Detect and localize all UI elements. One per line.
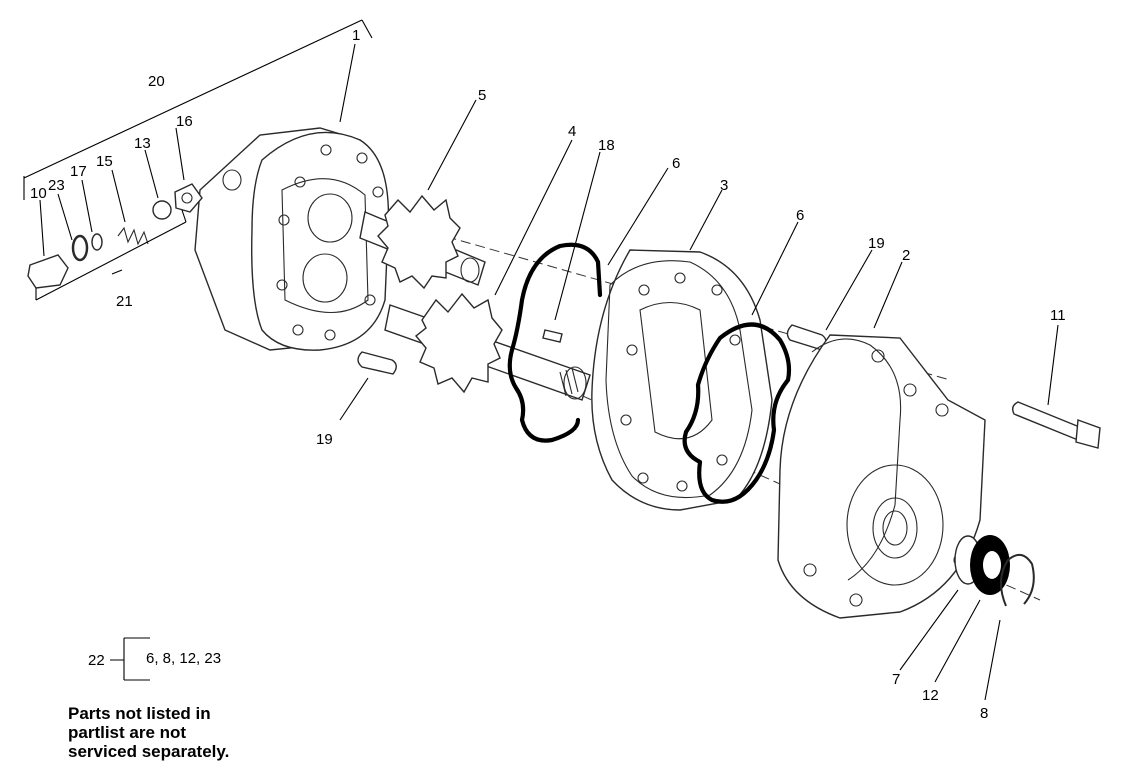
shaft-seal-part bbox=[970, 535, 1010, 595]
kit-contents-label: 6, 8, 12, 23 bbox=[146, 650, 222, 667]
callout-6-left: 6 bbox=[672, 155, 680, 172]
callout-8: 8 bbox=[980, 705, 988, 722]
callout-19-right: 19 bbox=[868, 235, 885, 252]
callout-20: 20 bbox=[148, 73, 165, 90]
drive-gear-upper-part bbox=[359, 194, 486, 290]
callout-1: 1 bbox=[352, 27, 360, 44]
note-line-2: partlist are not bbox=[68, 723, 187, 742]
callout-15: 15 bbox=[96, 153, 113, 170]
dowel-pin-left-part bbox=[357, 351, 397, 375]
callout-5: 5 bbox=[478, 87, 486, 104]
callout-2: 2 bbox=[902, 247, 910, 264]
bracket-20 bbox=[23, 19, 373, 200]
plug-part bbox=[27, 254, 69, 289]
spring-part bbox=[117, 226, 149, 246]
callout-4: 4 bbox=[568, 123, 576, 140]
callout-21: 21 bbox=[116, 293, 133, 310]
callout-22: 22 bbox=[88, 652, 105, 669]
bolt-part bbox=[1011, 401, 1101, 449]
gear-housing-body-part bbox=[591, 249, 773, 511]
callout-13: 13 bbox=[134, 135, 151, 152]
callout-23: 23 bbox=[48, 177, 65, 194]
callout-11: 11 bbox=[1050, 307, 1066, 324]
o-ring-part bbox=[71, 234, 89, 262]
callout-19-left: 19 bbox=[316, 431, 333, 448]
callout-17: 17 bbox=[70, 163, 87, 180]
callout-10: 10 bbox=[30, 185, 47, 202]
ball-part bbox=[152, 200, 172, 220]
driven-gear-lower-part bbox=[384, 292, 591, 401]
callout-18: 18 bbox=[598, 137, 615, 154]
callout-7: 7 bbox=[892, 671, 900, 688]
note-line-1: Parts not listed in bbox=[68, 704, 211, 723]
relief-valve-parts bbox=[27, 183, 203, 289]
seal-right-part bbox=[682, 322, 792, 504]
service-note: Parts not listed in partlist are not ser… bbox=[68, 704, 308, 761]
callout-6-right: 6 bbox=[796, 207, 804, 224]
kit-bracket-22 bbox=[110, 637, 150, 681]
valve-seat-part bbox=[174, 183, 203, 213]
rear-housing-part bbox=[194, 127, 390, 351]
front-housing-part bbox=[777, 334, 986, 619]
retaining-ring-part bbox=[1000, 553, 1035, 607]
callout-12: 12 bbox=[922, 687, 939, 704]
bracket-21 bbox=[35, 209, 187, 301]
seal-left-part bbox=[507, 242, 603, 443]
callout-3: 3 bbox=[720, 177, 728, 194]
callout-16: 16 bbox=[176, 113, 193, 130]
note-line-3: serviced separately. bbox=[68, 742, 230, 761]
seal-washer-part bbox=[91, 233, 103, 251]
